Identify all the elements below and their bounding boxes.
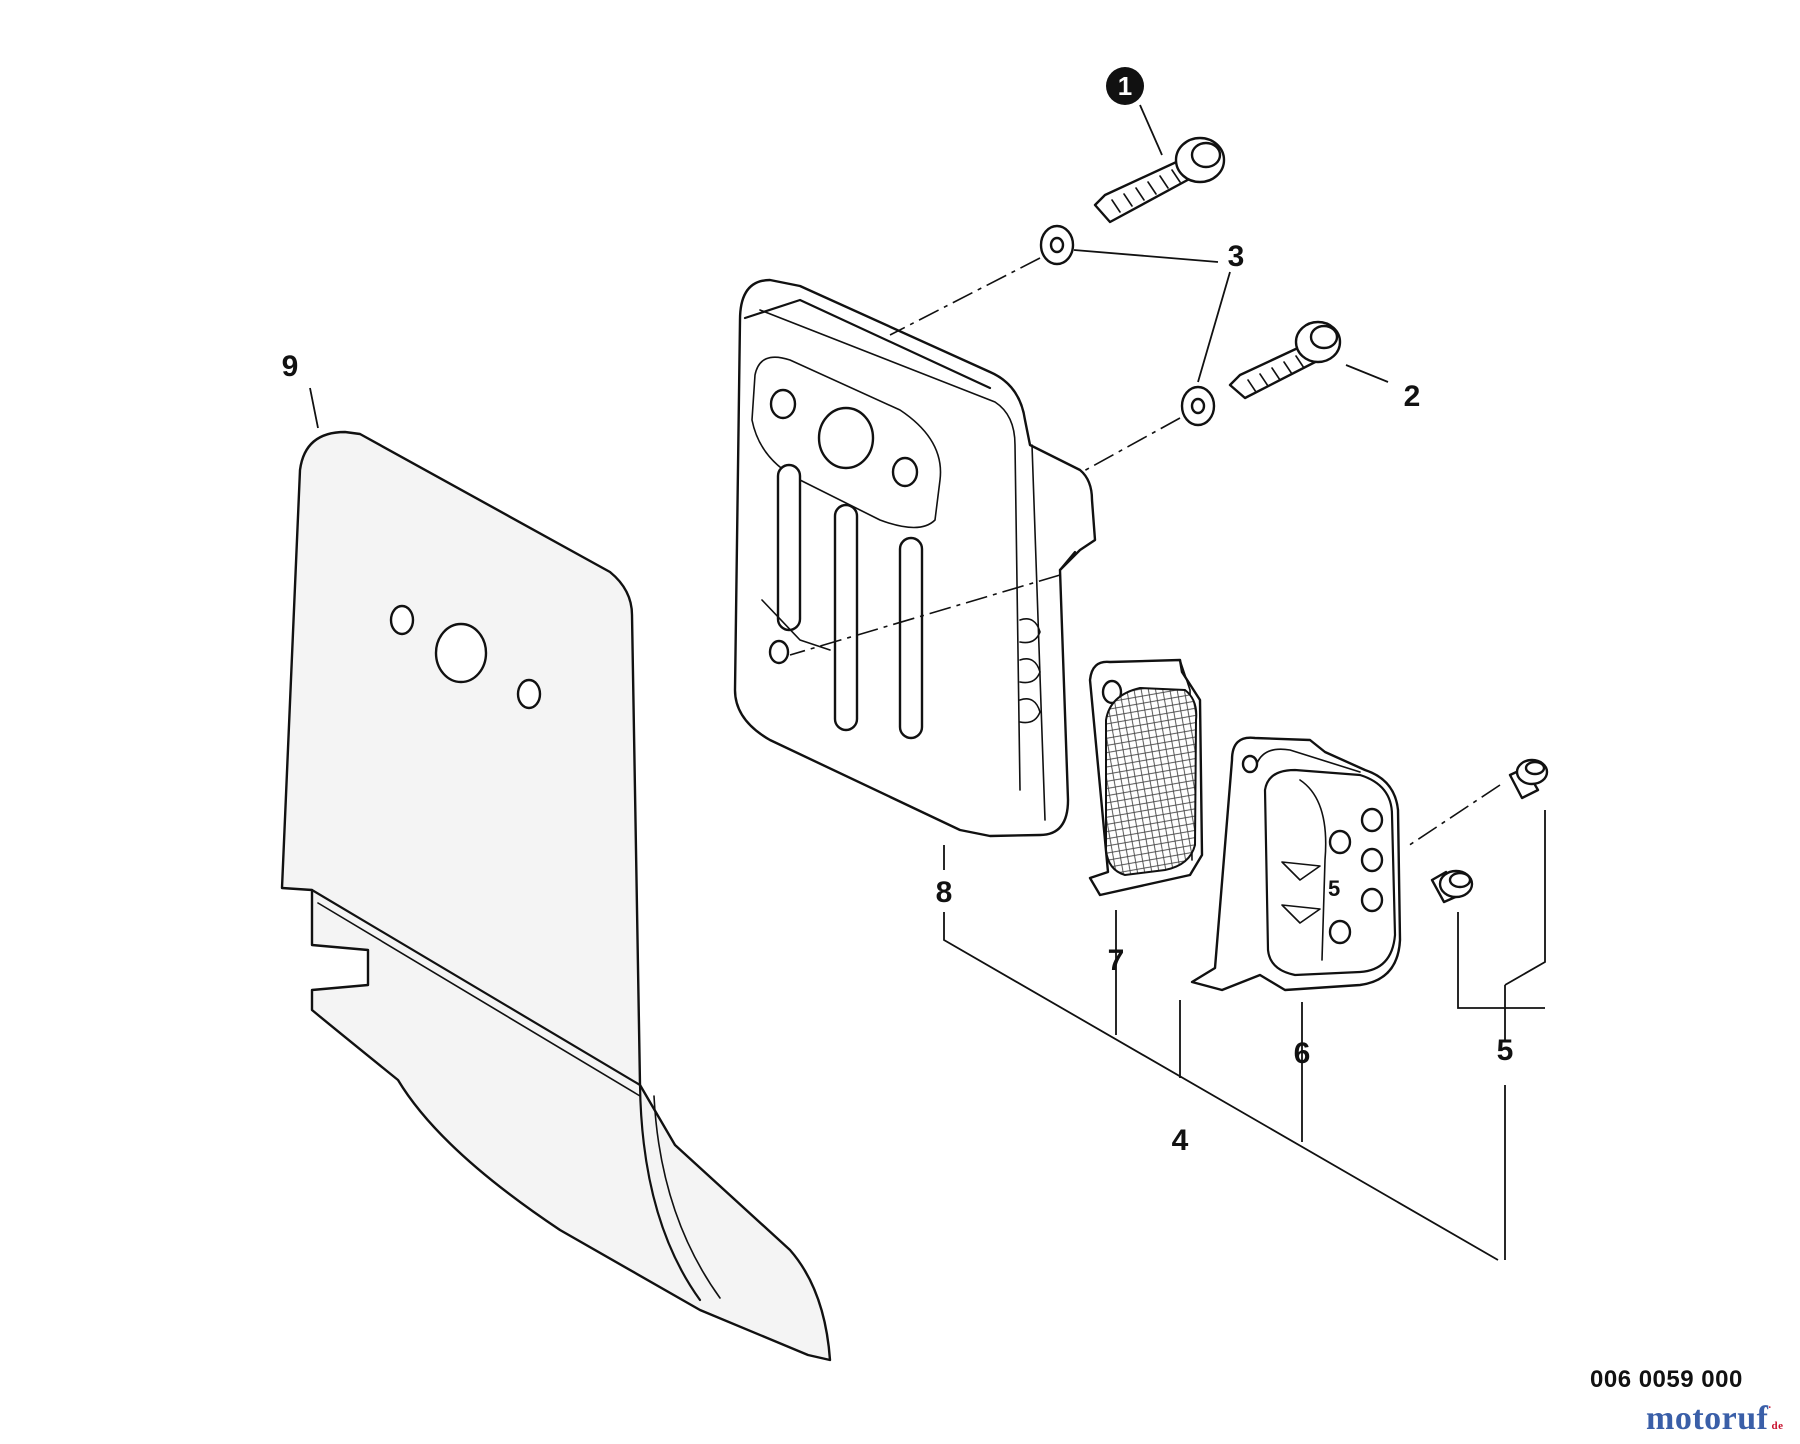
leader-lines (309, 104, 1546, 1261)
callout-5: 5 (1497, 1034, 1514, 1067)
watermark-dot: . (1768, 1400, 1772, 1411)
washer-upper (1039, 224, 1075, 266)
spark-arrestor-screen (1088, 658, 1204, 897)
callout-2: 2 (1404, 380, 1421, 413)
drawing-code: 006 0059 000 (1590, 1366, 1743, 1393)
callout-9: 9 (282, 350, 299, 383)
muffler-body (733, 278, 1097, 838)
callout-4: 4 (1172, 1124, 1189, 1157)
watermark-tld: de (1771, 1420, 1784, 1432)
watermark-brand: motoruf (1646, 1400, 1769, 1437)
callout-3: 3 (1228, 240, 1245, 273)
callout-6: 6 (1294, 1037, 1311, 1070)
small-screw-upper (1508, 758, 1549, 800)
embossed-mark: 5 (1328, 876, 1340, 901)
heat-shield-plate (280, 430, 832, 1362)
small-screw-lower (1430, 869, 1474, 904)
watermark-logo: motoruf. de (1646, 1400, 1783, 1438)
bolt-lower (1228, 320, 1342, 400)
callout-1-badge (1106, 67, 1144, 105)
callout-7: 7 (1108, 944, 1125, 977)
washer-lower (1180, 385, 1216, 427)
callouts: 1 2 3 4 5 6 7 8 9 (282, 67, 1514, 1157)
callout-8: 8 (936, 876, 953, 909)
muffler-cover: 5 (1190, 736, 1402, 992)
assembly-centerlines (789, 257, 1501, 849)
bolt-upper (1093, 136, 1226, 224)
callout-1: 1 (1118, 71, 1132, 101)
